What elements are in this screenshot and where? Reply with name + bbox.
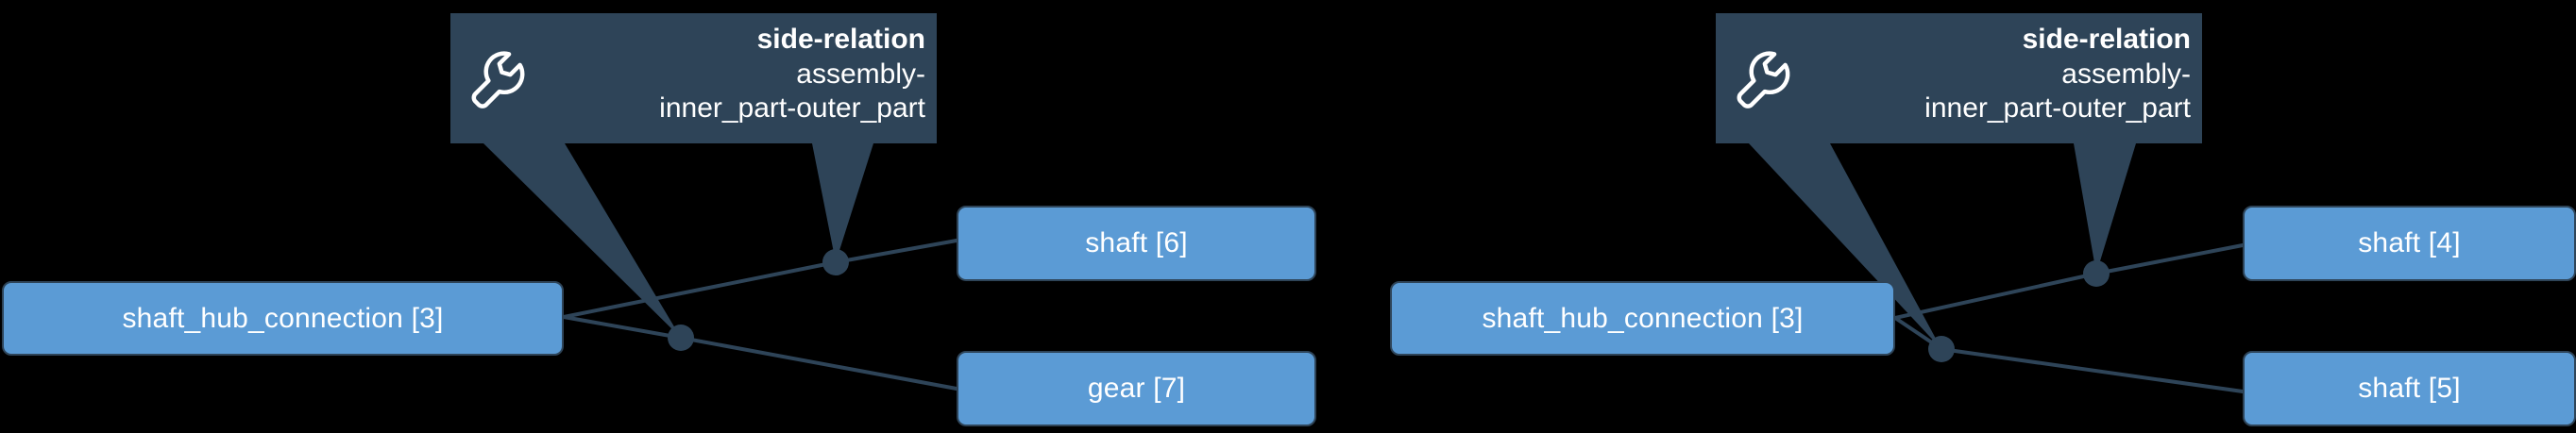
edge-junction-upper-right-to-shaft4 — [2094, 243, 2245, 275]
edge-group — [562, 239, 2245, 393]
node-shaft-4[interactable]: shaft [4] — [2243, 206, 2576, 281]
wrench-icon — [450, 13, 532, 143]
node-label: shaft [6] — [1085, 227, 1188, 258]
tooltip-title: side-relation — [756, 24, 925, 55]
node-label: shaft_hub_connection [3] — [1482, 302, 1804, 334]
tooltip-line-2: inner_part-outer_part — [1924, 92, 2191, 125]
edge-junction-upper-left-to-shaft6 — [834, 239, 958, 264]
edge-shc3r-to-junction-upper-right — [1893, 272, 2098, 320]
node-shc-right[interactable]: shaft_hub_connection [3] — [1390, 281, 1895, 356]
node-gear-7[interactable]: gear [7] — [957, 351, 1316, 426]
edge-shc3-to-junction-upper-left — [562, 260, 838, 319]
node-label: shaft_hub_connection [3] — [122, 302, 444, 334]
tooltip-title: side-relation — [2022, 24, 2191, 55]
node-shaft-5[interactable]: shaft [5] — [2243, 351, 2576, 426]
tooltip-right-tail-2 — [2074, 143, 2136, 274]
junction-left-lower[interactable] — [668, 325, 694, 351]
tooltip-left-tail-2 — [812, 143, 873, 262]
tooltip-line-1: assembly- — [2061, 58, 2191, 90]
node-shaft-6[interactable]: shaft [6] — [957, 206, 1316, 281]
node-label: shaft [5] — [2358, 373, 2461, 404]
tooltip-line-2: inner_part-outer_part — [659, 92, 925, 125]
node-shc-left[interactable]: shaft_hub_connection [3] — [2, 281, 564, 356]
edge-shc3-to-junction-lower-left — [562, 315, 683, 340]
node-label: gear [7] — [1087, 373, 1186, 404]
tooltip-line-1: assembly- — [796, 58, 925, 90]
tooltip-left-tail-1 — [483, 143, 681, 338]
edge-junction-lower-right-to-shaft5 — [1940, 347, 2245, 393]
junction-right-lower[interactable] — [1928, 336, 1955, 362]
junction-right-upper[interactable] — [2083, 260, 2110, 287]
node-label: shaft [4] — [2358, 227, 2461, 258]
junction-left-upper[interactable] — [822, 249, 849, 275]
junction-group — [668, 249, 2110, 362]
edge-junction-lower-left-to-gear7 — [679, 336, 958, 391]
wrench-icon — [1716, 13, 1797, 143]
